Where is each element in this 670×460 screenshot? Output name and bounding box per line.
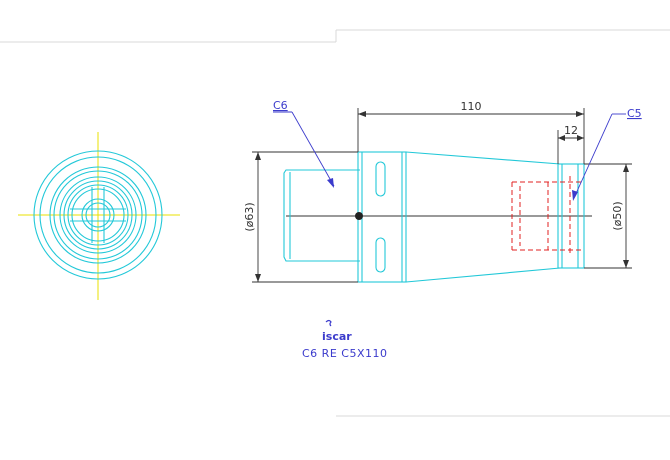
label-c6: C6 [273, 99, 288, 112]
end-view [18, 132, 180, 300]
logo-text: iscar [322, 330, 352, 343]
part-caption: C6 RE C5X110 [302, 347, 387, 360]
leader-arrows [327, 178, 578, 201]
dim-step-length: 12 [564, 124, 578, 137]
dim-overall-length: 110 [461, 100, 482, 113]
origin-marker [355, 212, 363, 220]
iscar-logo: iscar [322, 319, 352, 343]
leader-lines [273, 111, 626, 199]
hidden-bore [511, 176, 584, 256]
dimension-arrows [255, 111, 629, 282]
side-view: 110 12 (ø63) (ø50) C6 C5 [243, 99, 642, 283]
label-c5: C5 [627, 107, 642, 120]
end-view-circles [33, 150, 163, 280]
sheet-border [0, 29, 670, 417]
end-view-centerlines [18, 132, 180, 300]
dim-diameter-small: (ø50) [611, 201, 624, 230]
side-view-outline [283, 151, 585, 283]
dim-diameter-large: (ø63) [243, 202, 256, 231]
